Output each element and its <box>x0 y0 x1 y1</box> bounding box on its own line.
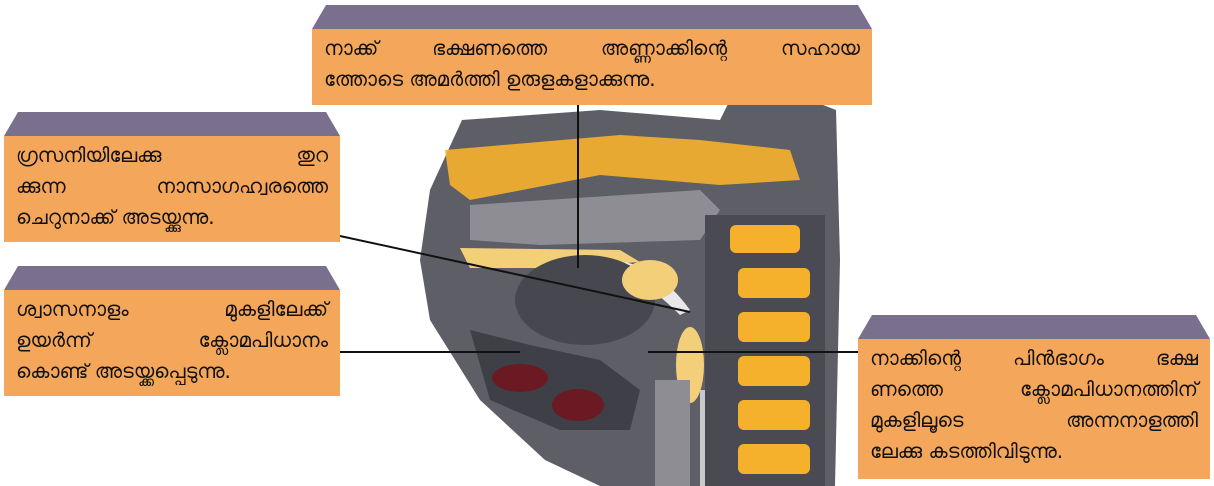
callout-tongue-palate: നാക്ക് ഭക്ഷണത്തെ അണ്ണാക്കിന്റെ സഹായ ത്തോ… <box>312 5 872 105</box>
callout-line: ണത്തെ ക്ലോമപിധാനത്തിന് <box>870 374 1198 405</box>
callout-tab <box>858 315 1210 339</box>
trachea <box>655 380 690 486</box>
callout-line: നാക്ക് ഭക്ഷണത്തെ അണ്ണാക്കിന്റെ സഹായ <box>324 33 860 64</box>
callout-box: ശ്വാസനാളം മുകളിലേക്ക് ഉയർന്ന് ക്ലോമപിധാന… <box>4 290 340 396</box>
callout-box: നാക്കിന്റെ പിൻഭാഗം ഭക്ഷ ണത്തെ ക്ലോമപിധാന… <box>858 339 1210 479</box>
vertebra-6 <box>738 444 810 474</box>
cervical-spine <box>705 215 825 486</box>
callout-line: ശ്വാസനാളം മുകളിലേക്ക് <box>16 294 328 325</box>
muscle-mass-2 <box>552 389 604 421</box>
callout-line: ഉയർന്ന് ക്ലോമപിധാനം <box>16 325 328 356</box>
callout-tab <box>4 266 340 290</box>
uvula-pad <box>622 260 678 300</box>
callout-line: മുകളിലൂടെ അന്നനാളത്തി <box>870 405 1198 436</box>
callout-tab <box>312 5 872 29</box>
muscle-mass-1 <box>492 364 548 392</box>
callout-tongue-back: നാക്കിന്റെ പിൻഭാഗം ഭക്ഷ ണത്തെ ക്ലോമപിധാന… <box>858 315 1210 479</box>
callout-soft-palate: ഗ്രസനിയിലേക്കു തുറ ക്കുന്ന നാസാഗഹ്വരത്തെ… <box>4 112 340 242</box>
callout-line: ലേക്കു കടത്തിവിടുന്നു. <box>870 436 1198 467</box>
vertebra-3 <box>738 312 810 342</box>
callout-tab <box>4 112 340 136</box>
callout-line: നാക്കിന്റെ പിൻഭാഗം ഭക്ഷ <box>870 343 1198 374</box>
vertebra-4 <box>738 356 810 386</box>
callout-box: ഗ്രസനിയിലേക്കു തുറ ക്കുന്ന നാസാഗഹ്വരത്തെ… <box>4 136 340 242</box>
vertebra-1 <box>730 225 800 253</box>
vertebra-2 <box>738 268 810 298</box>
vertebra-5 <box>738 400 810 430</box>
callout-line: ക്കുന്ന നാസാഗഹ്വരത്തെ <box>16 171 328 202</box>
callout-line: കൊണ്ട് അടയ്ക്കപ്പെടുന്നു. <box>16 356 328 387</box>
callout-line: ചെറുനാക്ക് അടയ്ക്കുന്നു. <box>16 202 328 233</box>
callout-epiglottis: ശ്വാസനാളം മുകളിലേക്ക് ഉയർന്ന് ക്ലോമപിധാന… <box>4 266 340 396</box>
callout-line: ഗ്രസനിയിലേക്കു തുറ <box>16 140 328 171</box>
callout-line: ത്തോടെ അമർത്തി ഉരുളകളാക്കുന്നു. <box>324 64 860 95</box>
callout-box: നാക്ക് ഭക്ഷണത്തെ അണ്ണാക്കിന്റെ സഹായ ത്തോ… <box>312 29 872 105</box>
